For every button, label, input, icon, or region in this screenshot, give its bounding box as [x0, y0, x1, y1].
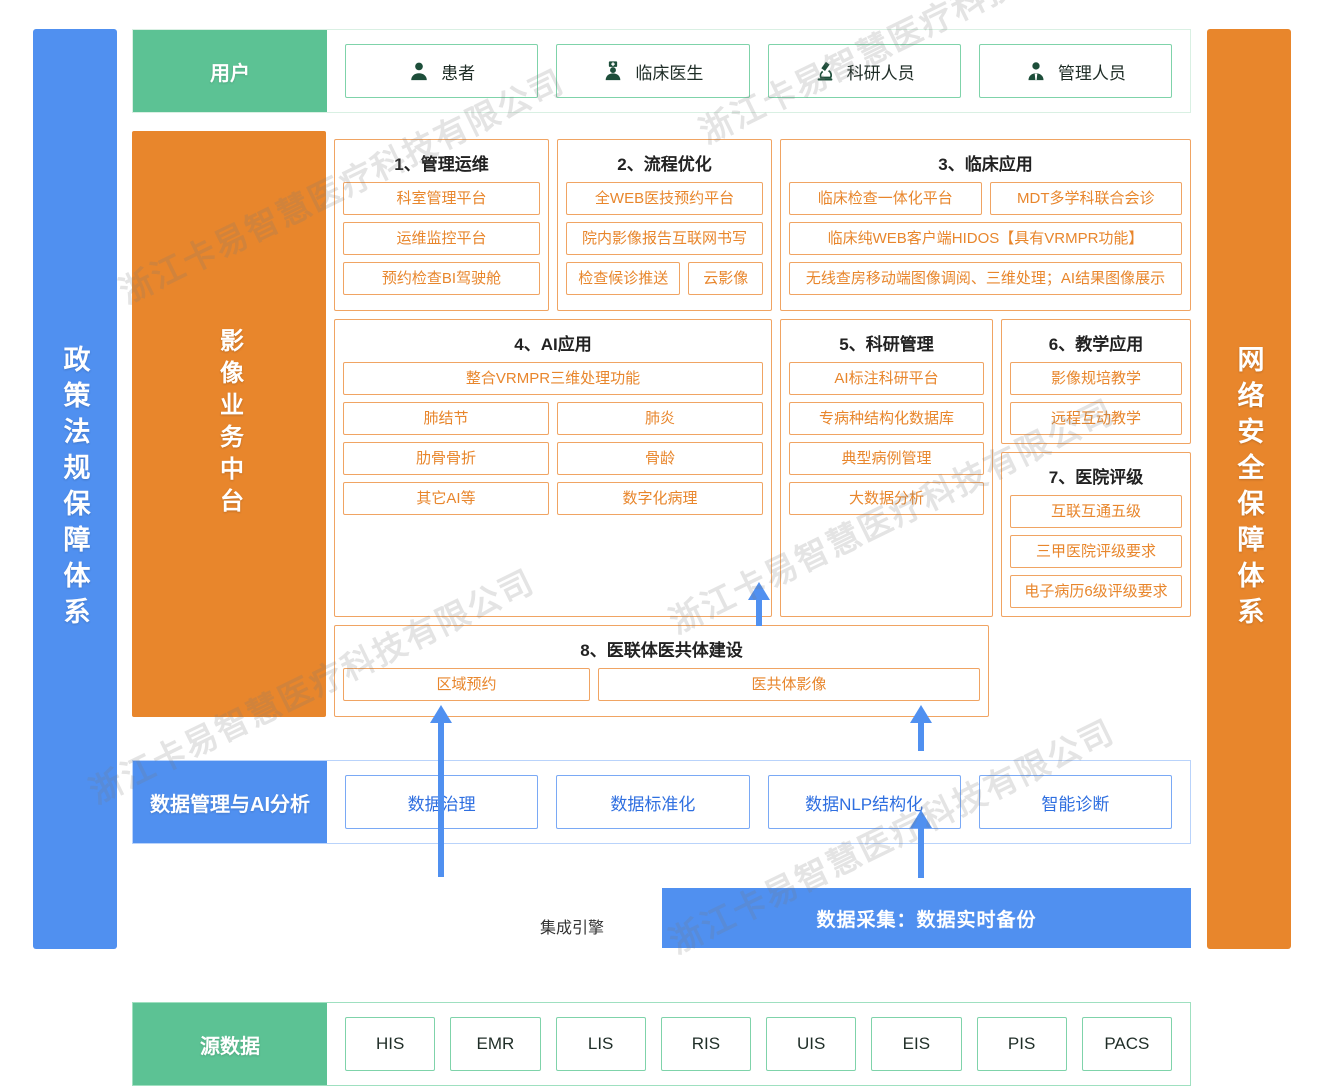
- platform-item[interactable]: MDT多学科联合会诊: [989, 182, 1182, 215]
- platform-item[interactable]: 数字化病理: [557, 482, 763, 515]
- source-item-lis[interactable]: LIS: [555, 1017, 646, 1071]
- platform-tier-2: 4、AI应用 整合VRMPR三维处理功能 肺结节 肺炎 肋骨骨折 骨龄 其它AI…: [334, 319, 1191, 625]
- platform-data-gap: [132, 717, 1191, 760]
- microscope-icon: [814, 60, 836, 82]
- platform-item[interactable]: 运维监控平台: [343, 222, 540, 255]
- users-band-label: 用户: [133, 30, 327, 112]
- platform-item[interactable]: 典型病例管理: [789, 442, 984, 475]
- group-process-optimization: 2、流程优化 全WEB医技预约平台 院内影像报告互联网书写 检查候诊推送 云影像: [557, 139, 772, 311]
- group-teaching-application: 6、教学应用 影像规培教学 远程互动教学: [1001, 319, 1191, 444]
- users-list: 患者 临床医生 科研人员 管理人员: [327, 30, 1190, 112]
- group-title: 1、管理运维: [394, 155, 489, 174]
- arrow-collection-to-data: [909, 705, 933, 751]
- platform-tier-3: 8、医联体医共体建设 区域预约 医共体影像: [334, 625, 1191, 717]
- data-management-list: 数据治理 数据标准化 数据NLP结构化 智能诊断: [327, 761, 1190, 843]
- platform-item[interactable]: 骨龄: [557, 442, 763, 475]
- group-clinical-application: 3、临床应用 临床检查一体化平台 MDT多学科联合会诊 临床纯WEB客户端HID…: [780, 139, 1191, 311]
- group-title: 7、医院评级: [1048, 468, 1144, 487]
- group-hospital-rating: 7、医院评级 互联互通五级 三甲医院评级要求 电子病历6级评级要求: [1001, 452, 1191, 617]
- platform-item[interactable]: 预约检查BI驾驶舱: [343, 262, 540, 295]
- source-item-his[interactable]: HIS: [345, 1017, 436, 1071]
- group-title: 2、流程优化: [617, 155, 712, 174]
- platform-item[interactable]: 专病种结构化数据库: [789, 402, 984, 435]
- source-item-emr[interactable]: EMR: [450, 1017, 541, 1071]
- platform-item[interactable]: 检查候诊推送: [566, 262, 681, 295]
- platform-item[interactable]: 大数据分析: [789, 482, 984, 515]
- source-item-pacs[interactable]: PACS: [1081, 1017, 1172, 1071]
- platform-item[interactable]: AI标注科研平台: [789, 362, 984, 395]
- platform-item[interactable]: 互联互通五级: [1010, 495, 1182, 528]
- source-data-band: 源数据 HIS EMR LIS RIS UIS EIS PIS PACS: [132, 1002, 1191, 1086]
- data-item-intelligent-diagnosis[interactable]: 智能诊断: [978, 775, 1172, 829]
- user-icon: [408, 60, 430, 82]
- group-research-management: 5、科研管理 AI标注科研平台 专病种结构化数据库 典型病例管理 大数据分析: [780, 319, 993, 617]
- diagram-main-column: 用户 患者 临床医生 科研人员: [132, 29, 1191, 1086]
- platform-item[interactable]: 临床纯WEB客户端HIDOS【具有VRMPR功能】: [789, 222, 1182, 255]
- group-medical-consortium: 8、医联体医共体建设 区域预约 医共体影像: [334, 625, 989, 717]
- platform-item[interactable]: 云影像: [688, 262, 763, 295]
- data-item-nlp-structuring[interactable]: 数据NLP结构化: [767, 775, 961, 829]
- imaging-platform-band: 影像业务中台 1、管理运维 科室管理平台 运维监控平台 预约检查BI驾驶舱 2、…: [132, 131, 1191, 717]
- platform-item[interactable]: 影像规培教学: [1010, 362, 1182, 395]
- data-collection-label: 数据采集：数据实时备份: [816, 909, 1037, 931]
- users-band: 用户 患者 临床医生 科研人员: [132, 29, 1191, 113]
- platform-item[interactable]: 电子病历6级评级要求: [1010, 575, 1182, 608]
- user-chip-researcher[interactable]: 科研人员: [767, 44, 961, 98]
- platform-item[interactable]: 肺结节: [343, 402, 549, 435]
- platform-item[interactable]: 院内影像报告互联网书写: [566, 222, 763, 255]
- source-item-ris[interactable]: RIS: [660, 1017, 751, 1071]
- platform-item[interactable]: 其它AI等: [343, 482, 549, 515]
- doctor-icon: [602, 60, 624, 82]
- source-data-list: HIS EMR LIS RIS UIS EIS PIS PACS: [327, 1003, 1190, 1085]
- group-title: 6、教学应用: [1048, 335, 1144, 354]
- platform-tier-1: 1、管理运维 科室管理平台 运维监控平台 预约检查BI驾驶舱 2、流程优化 全W…: [334, 139, 1191, 319]
- platform-item[interactable]: 肋骨骨折: [343, 442, 549, 475]
- group-ai-application: 4、AI应用 整合VRMPR三维处理功能 肺结节 肺炎 肋骨骨折 骨龄 其它AI…: [334, 319, 772, 617]
- platform-item[interactable]: 无线查房移动端图像调阅、三维处理；AI结果图像展示: [789, 262, 1182, 295]
- network-security-sidebar: 网络安全保障体系: [1207, 29, 1291, 949]
- source-data-band-label: 源数据: [133, 1003, 327, 1085]
- data-management-band: 数据管理与AI分析 数据治理 数据标准化 数据NLP结构化 智能诊断: [132, 760, 1191, 844]
- platform-item[interactable]: 全WEB医技预约平台: [566, 182, 763, 215]
- user-chip-label: 临床医生: [635, 63, 704, 83]
- platform-item[interactable]: 科室管理平台: [343, 182, 540, 215]
- platform-band-label-text: 影像业务中台: [215, 328, 243, 520]
- platform-item[interactable]: 临床检查一体化平台: [789, 182, 982, 215]
- arrow-data-to-platform: [747, 582, 771, 626]
- integration-engine-label: 集成引擎: [539, 920, 604, 937]
- source-item-eis[interactable]: EIS: [871, 1017, 962, 1071]
- platform-item[interactable]: 远程互动教学: [1010, 402, 1182, 435]
- platform-item[interactable]: 整合VRMPR三维处理功能: [343, 362, 763, 395]
- right-bar-label: 网络安全保障体系: [1233, 345, 1264, 633]
- user-chip-label: 患者: [441, 63, 476, 83]
- platform-item[interactable]: 医共体影像: [598, 668, 980, 701]
- group-title: 8、医联体医共体建设: [580, 641, 743, 660]
- user-chip-label: 管理人员: [1057, 63, 1126, 83]
- platform-item[interactable]: 区域预约: [343, 668, 591, 701]
- user-chip-administrator[interactable]: 管理人员: [978, 44, 1172, 98]
- connector-area: 数据采集：数据实时备份 集成引擎: [132, 844, 1191, 1002]
- group-management-ops: 1、管理运维 科室管理平台 运维监控平台 预约检查BI驾驶舱: [334, 139, 549, 311]
- group-title: 4、AI应用: [514, 335, 592, 354]
- user-chip-label: 科研人员: [846, 63, 915, 83]
- policy-regulation-sidebar: 政策法规保障体系: [33, 29, 117, 949]
- manager-icon: [1025, 60, 1047, 82]
- data-management-band-label: 数据管理与AI分析: [133, 761, 327, 843]
- group-title: 5、科研管理: [839, 335, 934, 354]
- source-item-uis[interactable]: UIS: [766, 1017, 857, 1071]
- left-bar-label: 政策法规保障体系: [59, 345, 90, 633]
- data-collection-bar: 数据采集：数据实时备份: [662, 888, 1191, 948]
- arrow-integration-engine: [429, 705, 453, 877]
- platform-band-label: 影像业务中台: [132, 131, 326, 717]
- arrow-source-to-collection: [909, 810, 933, 878]
- platform-item[interactable]: 肺炎: [557, 402, 763, 435]
- user-chip-patient[interactable]: 患者: [345, 44, 539, 98]
- platform-item[interactable]: 三甲医院评级要求: [1010, 535, 1182, 568]
- source-item-pis[interactable]: PIS: [976, 1017, 1067, 1071]
- user-chip-clinician[interactable]: 临床医生: [556, 44, 750, 98]
- group-title: 3、临床应用: [938, 155, 1033, 174]
- platform-column-teaching-rating: 6、教学应用 影像规培教学 远程互动教学 7、医院评级 互联互通五级 三甲医院评…: [1001, 319, 1191, 625]
- data-item-standardization[interactable]: 数据标准化: [556, 775, 750, 829]
- platform-groups: 1、管理运维 科室管理平台 运维监控平台 预约检查BI驾驶舱 2、流程优化 全W…: [326, 131, 1191, 717]
